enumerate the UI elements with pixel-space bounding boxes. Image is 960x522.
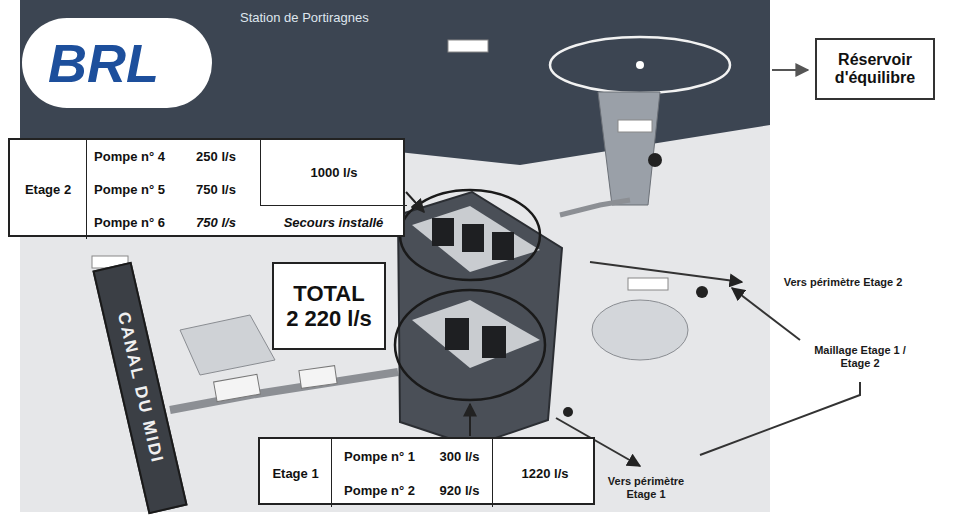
table-cell: Pompe n° 1 (332, 439, 427, 473)
box-text: TOTAL (293, 281, 364, 306)
flow-arrow (772, 69, 808, 71)
pump (482, 326, 506, 358)
table-cell: 300 l/s (427, 439, 492, 473)
table-cell: Pompe n° 5 (87, 173, 172, 206)
outlet-arrow (590, 262, 742, 282)
table-text: 750 l/s (196, 182, 236, 197)
reservoir-rim (550, 37, 730, 93)
table-cell: 920 l/s (427, 473, 492, 507)
total-box: TOTAL2 220 l/s (272, 262, 386, 350)
pump (492, 232, 514, 260)
direction-note: Vers périmètre Etage 1 (600, 475, 692, 501)
logo-badge: BRL (22, 18, 212, 108)
level-gauge (618, 120, 652, 132)
level-gauge (628, 278, 668, 290)
level-gauge (448, 40, 488, 52)
pump-table: Etage 2 Pompe n° 4 250 l/sPompe n° 5 750 l/… (8, 138, 405, 237)
table-cell: Pompe n° 4 (87, 140, 172, 173)
table-cell: Etage 1 (260, 439, 332, 507)
table-text: 1220 l/s (522, 466, 569, 481)
table-text: Secours installé (284, 215, 384, 230)
leader-arrow (406, 192, 424, 212)
logo-text: BRL (48, 32, 159, 94)
pipe (560, 200, 630, 215)
table-cell: Pompe n° 6 (87, 206, 172, 239)
direction-note: Maillage Etage 1 / Etage 2 (808, 344, 912, 370)
pump (445, 318, 469, 350)
sensor-dot (563, 407, 573, 417)
reservoir-centre (636, 61, 644, 69)
table-text: 750 l/s (196, 215, 236, 230)
pump-hall-floor (412, 300, 540, 368)
canal-basin (180, 315, 275, 375)
sensor-dot (648, 153, 662, 167)
table-cell: Etage 2 (10, 140, 87, 239)
pump-table: Etage 1 Pompe n° 1 300 l/sPompe n° 2 920 l/… (258, 437, 595, 505)
table-text: Pompe n° 2 (344, 483, 415, 498)
intake-pipe (170, 372, 398, 410)
table-text: Pompe n° 1 (344, 449, 415, 464)
table-text: 300 l/s (440, 449, 480, 464)
table-text: 250 l/s (196, 149, 236, 164)
table-cell: 1220 l/s (492, 439, 597, 507)
intake-structure (214, 374, 261, 401)
link-line (700, 382, 860, 455)
tank (592, 300, 688, 360)
table-text: Pompe n° 5 (94, 182, 165, 197)
box-text: 2 220 l/s (286, 306, 372, 331)
table-cell: 1000 l/s (260, 140, 407, 206)
table-cell: 750 l/s (172, 206, 260, 239)
reservoir-box: Réservoir d'équilibre (815, 38, 935, 100)
table-text: 1000 l/s (311, 165, 358, 180)
stage-label: Etage 2 (25, 182, 71, 197)
sensor-dot (696, 286, 708, 298)
stage-label: Etage 1 (272, 466, 318, 481)
table-cell: Secours installé (260, 206, 407, 239)
table-text: Pompe n° 6 (94, 215, 165, 230)
stage-outline (395, 290, 545, 400)
valve-chamber (299, 366, 337, 389)
direction-note: Vers périmètre Etage 2 (748, 276, 938, 289)
link-arrow (732, 288, 800, 340)
screen-title: Station de Portiragnes (240, 10, 369, 25)
table-cell: Pompe n° 2 (332, 473, 427, 507)
table-cell: 250 l/s (172, 140, 260, 173)
pump (462, 224, 484, 252)
leader-arrow (469, 404, 471, 436)
stage-outline (400, 190, 540, 280)
reservoir-tower (598, 92, 660, 205)
table-text: 920 l/s (440, 483, 480, 498)
table-cell: 750 l/s (172, 173, 260, 206)
pump-hall-floor (412, 206, 540, 272)
table-text: Pompe n° 4 (94, 149, 165, 164)
box-text: Réservoir d'équilibre (821, 51, 929, 88)
pump (432, 218, 454, 246)
